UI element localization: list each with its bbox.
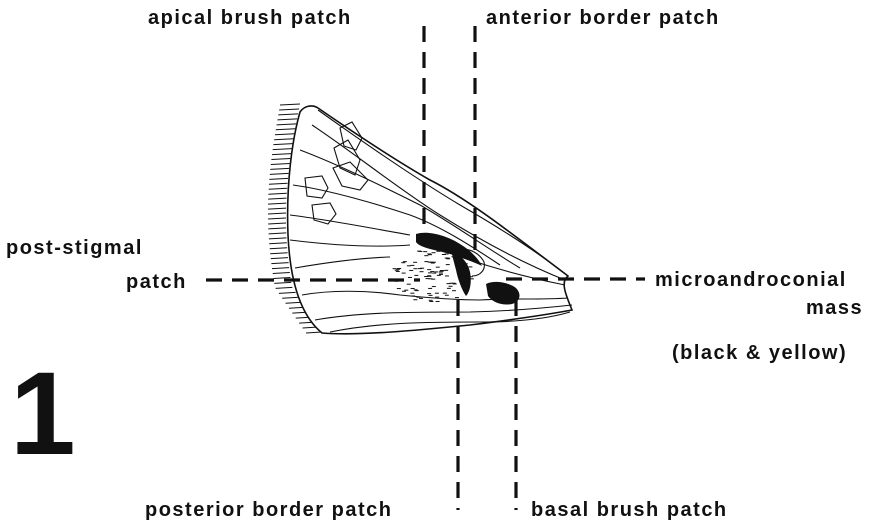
fringe-hair bbox=[273, 277, 290, 278]
label-apical-brush-patch: apical brush patch bbox=[148, 8, 352, 28]
fringe-hair bbox=[278, 114, 298, 115]
label-basal-brush-patch: basal brush patch bbox=[531, 500, 728, 520]
fringe-hair bbox=[274, 139, 293, 140]
fringe-hair bbox=[268, 208, 286, 209]
label-post-stigmal-line1: post-stigmal bbox=[6, 238, 143, 258]
wing-outline bbox=[288, 106, 572, 334]
fringe-hair bbox=[280, 104, 300, 105]
label-post-stigmal-line2: patch bbox=[126, 272, 187, 292]
label-microandroconial-line1: microandroconial bbox=[655, 270, 847, 290]
fringe-hair bbox=[286, 302, 303, 303]
fringe-hair bbox=[270, 173, 289, 174]
label-microandroconial-line2: mass bbox=[806, 298, 863, 318]
fringe-hair bbox=[277, 124, 297, 125]
fringe-hair bbox=[273, 149, 292, 150]
fringe-hair bbox=[282, 297, 299, 298]
fringe-hair bbox=[269, 243, 287, 244]
fringe-hair bbox=[269, 178, 288, 179]
fringe-hair bbox=[268, 228, 286, 229]
fringe-hair bbox=[268, 193, 286, 194]
fringe-hair bbox=[271, 258, 288, 259]
fringe-hair bbox=[270, 253, 287, 254]
fringe-hair bbox=[271, 263, 288, 264]
fringe-hair bbox=[268, 213, 286, 214]
fringe-hair bbox=[276, 129, 296, 130]
fringe-hair bbox=[269, 238, 287, 239]
fringe-hair bbox=[275, 134, 294, 135]
fringe-hair bbox=[277, 119, 297, 120]
fringe-hair bbox=[269, 183, 288, 184]
figure-number: 1 bbox=[10, 355, 76, 473]
fringe-hair bbox=[270, 168, 289, 169]
label-posterior-border-patch: posterior border patch bbox=[145, 500, 392, 520]
fringe-hair bbox=[268, 198, 286, 199]
fringe-hair bbox=[269, 188, 288, 189]
fringe-hair bbox=[268, 223, 286, 224]
fringe-hair bbox=[270, 248, 287, 249]
fringe-hair bbox=[273, 273, 290, 274]
fringe-hair bbox=[269, 233, 287, 234]
fringe-hair bbox=[274, 282, 291, 283]
label-color-note: (black & yellow) bbox=[672, 343, 847, 363]
fringe-hair bbox=[271, 163, 290, 164]
fringe-hair bbox=[279, 109, 299, 110]
fringe-hair bbox=[272, 154, 291, 155]
fringe-hair bbox=[279, 292, 296, 293]
fringe-hair bbox=[268, 203, 286, 204]
label-anterior-border-patch: anterior border patch bbox=[486, 8, 720, 28]
fringe-hair bbox=[268, 218, 286, 219]
fringe-hair bbox=[276, 287, 293, 288]
fringe-hair bbox=[271, 159, 290, 160]
fringe-hair bbox=[273, 144, 292, 145]
fringe-hair bbox=[306, 332, 322, 333]
fringe-hair bbox=[272, 268, 289, 269]
